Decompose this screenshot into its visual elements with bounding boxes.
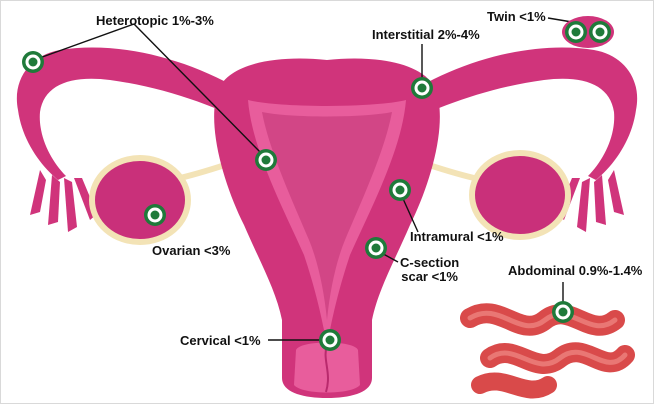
- label-interstitial: Interstitial 2%-4%: [372, 28, 480, 42]
- label-heterotopic: Heterotopic 1%-3%: [96, 14, 214, 28]
- site-marker-interstitial: [411, 77, 433, 99]
- site-marker-heterotopic-uterus: [255, 149, 277, 171]
- label-csection: C-section scar <1%: [400, 256, 459, 284]
- left-ovary: [92, 158, 188, 242]
- right-ovary: [472, 153, 568, 237]
- site-marker-abdominal: [552, 301, 574, 323]
- label-intramural: Intramural <1%: [410, 230, 504, 244]
- site-marker-csection: [365, 237, 387, 259]
- site-marker-twin: [562, 16, 614, 48]
- label-cervical: Cervical <1%: [180, 334, 261, 348]
- intestines: [470, 313, 625, 389]
- label-abdominal: Abdominal 0.9%-1.4%: [508, 264, 642, 278]
- site-marker-ovarian: [144, 204, 166, 226]
- left-fimbriae: [30, 170, 97, 232]
- site-marker-intramural: [389, 179, 411, 201]
- label-ovarian: Ovarian <3%: [152, 244, 230, 258]
- site-marker-cervical: [319, 329, 341, 351]
- label-csection-line2: scar <1%: [400, 270, 459, 284]
- label-csection-line1: C-section: [400, 256, 459, 270]
- site-marker-heterotopic-tube: [22, 51, 44, 73]
- label-twin: Twin <1%: [487, 10, 546, 24]
